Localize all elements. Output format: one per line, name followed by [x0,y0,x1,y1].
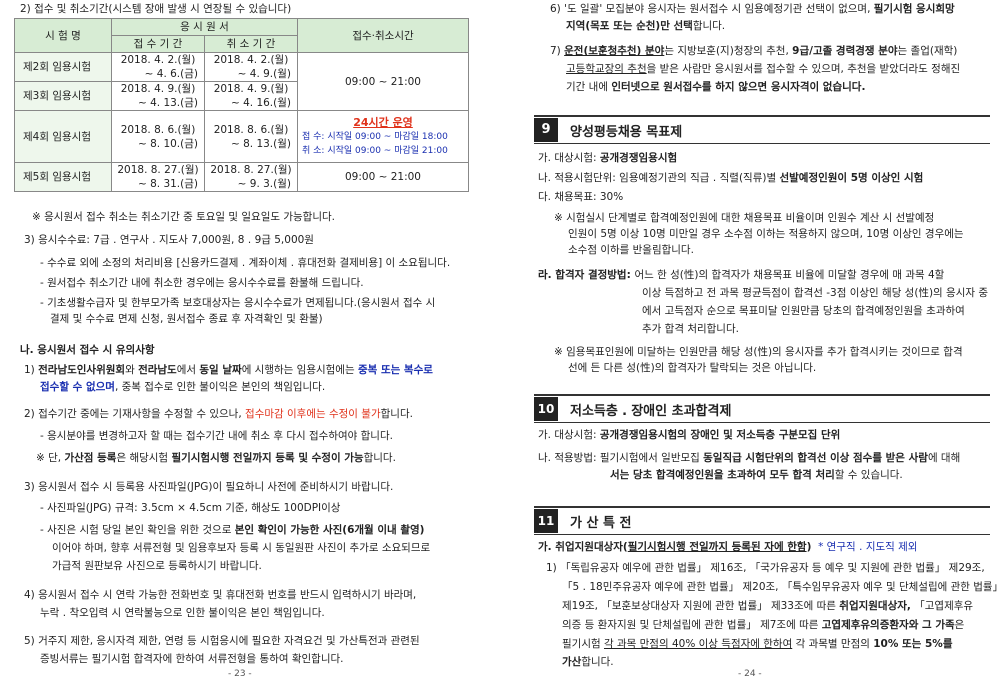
time-24h: 24시간 운영 접 수: 시작일 09:00 ~ 마감일 18:00 취 소: … [297,110,469,163]
note-6-cont: 지역(목포 또는 순천)만 선택합니다. [566,20,726,32]
cancel-period: 2018. 4. 2.(월)~ 4. 9.(월) [204,52,298,82]
s9-note: ※ 시험실시 단계별로 합격예정인원에 대한 채용목표 비율이며 인원수 계산 … [554,212,935,224]
apply-period: 2018. 4. 2.(월)~ 4. 6.(금) [111,52,205,82]
apply-period: 2018. 8. 6.(월)~ 8. 10.(금) [111,110,205,163]
col-apply-header: 응 시 원 서 [111,18,298,36]
page-number: - 23 - [228,669,252,679]
section-number: 10 [534,397,558,421]
note-3-cont: 가급적 원판보유 사진으로 등록하시기 바랍니다. [52,560,262,572]
s9-target: 가. 대상시험: 공개경쟁임용시험 [538,152,678,164]
note-5: 5) 거주지 제한, 응시자격 제한, 연령 등 시험응시에 필요한 자격요건 … [24,635,420,647]
s11-law-cont: 의증 등 환자지원 및 단체설립에 관한 법률」 제7조에 따른 고엽제후유의증… [562,619,965,631]
section-number: 11 [534,509,558,533]
section-title: 양성평등채용 목표제 [570,125,683,140]
s9-goal: 다. 채용목표: 30% [538,191,624,203]
s9-unit: 나. 적용시험단위: 임용예정기관의 직급 ․ 직렬(직류)별 선발예정인원이 … [538,172,924,184]
s11-law-cont: 「5 ․ 18민주유공자 예우에 관한 법률」 제20조, 「특수임무유공자 예… [562,581,1000,593]
fee-bullet: - 기초생활수급자 및 한부모가족 보호대상자는 응시수수료가 면제됩니다.(응… [40,297,436,309]
s10-method: 나. 적용방법: 필기시험에서 일반모집 동일직급 시험단위의 합격선 이상 점… [538,452,961,464]
note-weekend: ※ 응시원서 접수 취소는 취소기간 중 토요일 및 일요일도 가능합니다. [32,211,335,223]
s9-note-cont: 소수점 이하를 반올림합니다. [568,244,694,256]
s9-method-cont: 이상 득점하고 전 과목 평균득점이 합격선 -3점 이상인 해당 성(性)의 … [642,287,989,299]
note-6: 6) '도 일괄' 모집분야 응시자는 원서접수 시 임용예정기관 선택이 없으… [550,3,955,15]
section-na-heading: 나. 응시원서 접수 시 유의사항 [20,344,155,356]
s10-method-cont: 서는 당초 합격예정인원을 초과하여 모두 합격 처리할 수 있습니다. [610,469,903,481]
s9-note2: ※ 임용목표인원에 미달하는 인원만큼 해당 성(性)의 응시자를 추가 합격시… [554,346,963,358]
apply-period: 2018. 8. 27.(월)~ 8. 31.(금) [111,162,205,192]
fee-heading: 3) 응시수수료: 7급 ․ 연구사 ․ 지도사 7,000원, 8 ․ 9급 … [24,234,314,246]
note-7: 7) 운전(보훈청추천) 분야는 지방보훈(지)청장의 추천, 9급/고졸 경력… [550,45,958,57]
section-number: 9 [534,118,558,142]
exam-name: 제2회 임용시험 [14,52,112,82]
table-row: 제3회 임용시험 2018. 4. 9.(월)~ 4. 13.(금) 2018.… [14,81,469,111]
apply-period: 2018. 4. 9.(월)~ 4. 13.(금) [111,81,205,111]
exam-name: 제5회 임용시험 [14,162,112,192]
note-1: 1) 전라남도인사위원회와 전라남도에서 동일 날짜에 시행하는 임용시험에는 … [24,364,433,376]
table-row: 제5회 임용시험 2018. 8. 27.(월)~ 8. 31.(금) 2018… [14,162,469,192]
section-11-header: 11 가 산 특 전 [534,506,990,535]
schedule-heading: 2) 접수 및 취소기간(시스템 장애 발생 시 연장될 수 있습니다) [20,3,292,15]
section-title: 가 산 특 전 [570,516,632,531]
s11-law-cont: 제19조, 「보훈보상대상자 지원에 관한 법률」 제33조에 따른 취업지원대… [562,600,974,612]
s11-law-cont: 필기시험 각 과목 만점의 40% 이상 득점자에 한하여 각 과목별 만점의 … [562,638,953,650]
time-common: 09:00 ~ 21:00 [297,52,469,111]
note-2-bullet: - 응시분야를 변경하고자 할 때는 접수기간 내에 취소 후 다시 접수하여야… [40,430,393,442]
col-apply-period-header: 접 수 기 간 [111,35,205,53]
section-9-header: 9 양성평등채용 목표제 [534,115,990,144]
cancel-period: 2018. 8. 6.(월)~ 8. 13.(월) [204,110,298,163]
cancel-period: 2018. 8. 27.(월)~ 9. 3.(월) [204,162,298,192]
s9-method-cont: 에서 고득점자 순으로 목표미달 인원만큼 당초의 합격예정인원을 초과하여 [642,305,965,317]
fee-bullet-cont: 결제 및 수수료 면제 신청, 원서접수 종료 후 자격확인 및 환불) [50,313,323,325]
note-7-cont: 기간 내에 인터넷으로 원서접수를 하지 않으면 응시자격이 없습니다. [566,81,866,93]
col-cancel-period-header: 취 소 기 간 [204,35,298,53]
table-row: 제2회 임용시험 2018. 4. 2.(월)~ 4. 6.(금) 2018. … [14,52,469,111]
schedule-table: 시 험 명 응 시 원 서 접수‧취소시간 접 수 기 간 취 소 기 간 제2… [14,18,469,192]
col-time-header: 접수‧취소시간 [297,18,469,53]
section-title: 저소득층 ․ 장애인 초과합격제 [570,404,732,419]
s11-law-cont: 가산합니다. [562,656,614,668]
s9-method: 라. 합격자 결정방법: 어느 한 성(性)의 합격자가 채용목표 비율에 미달… [538,269,945,281]
note-2: 2) 접수기간 중에는 기재사항을 수정할 수 있으나, 접수마감 이후에는 수… [24,408,413,420]
s10-target: 가. 대상시험: 공개경쟁임용시험의 장애인 및 저소득층 구분모집 단위 [538,429,841,441]
s9-method-cont: 추가 합격 처리합니다. [642,323,739,335]
s11-target: 가. 취업지원대상자(필기시험시행 전일까지 등록된 자에 한함) * 연구직 … [538,541,918,553]
note-3-cont: 이어야 하며, 향후 서류전형 및 임용후보자 등록 시 동일원판 사진이 추가… [52,542,431,554]
table-row: 제4회 임용시험 2018. 8. 6.(월)~ 8. 10.(금) 2018.… [14,110,469,163]
s11-law: 1) 「독립유공자 예우에 관한 법률」 제16조, 「국가유공자 등 예우 및… [546,562,985,574]
left-page: 2) 접수 및 취소기간(시스템 장애 발생 시 연장될 수 있습니다) 시 험… [0,0,490,685]
right-page: 6) '도 일괄' 모집분야 응시자는 원서접수 시 임용예정기관 선택이 없으… [510,0,1000,685]
exam-name: 제3회 임용시험 [14,81,112,111]
cancel-period: 2018. 4. 9.(월)~ 4. 16.(월) [204,81,298,111]
note-5-cont: 증빙서류는 필기시험 합격자에 한하여 서류전형을 통하여 확인합니다. [40,653,344,665]
note-2-extra: ※ 단, 가산점 등록은 해당시험 필기시험시행 전일까지 등록 및 수정이 가… [36,452,396,464]
note-3-bullet: - 사진파일(JPG) 규격: 3.5cm × 4.5cm 기준, 해상도 10… [40,502,341,514]
s9-note-cont: 인원이 5명 이상 10명 미만일 경우 소수점 이하는 적용하지 않으며, 1… [568,228,964,240]
fee-bullet: - 수수료 외에 소정의 처리비용 [신용카드결제 ․ 계좌이체 ․ 휴대전화 … [40,257,451,269]
note-4-cont: 누락 ․ 착오입력 시 연락불능으로 인한 불이익은 본인 책임입니다. [40,607,325,619]
note-1-cont: 접수할 수 없으며, 중복 접수로 인한 불이익은 본인의 책임입니다. [40,381,326,393]
col-exam-header: 시 험 명 [14,18,112,53]
section-10-header: 10 저소득층 ․ 장애인 초과합격제 [534,394,990,423]
note-7-cont: 고등학교장의 추천을 받은 사람만 응시원서를 접수할 수 있으며, 추천을 받… [566,63,961,75]
fee-bullet: - 원서접수 취소기간 내에 취소한 경우에는 응시수수료를 환불해 드립니다. [40,277,364,289]
s9-note2-cont: 선에 든 다른 성(性)의 합격자가 탈락되는 것은 아닙니다. [568,362,817,374]
note-4: 4) 응시원서 접수 시 연락 가능한 전화번호 및 휴대전화 번호를 반드시 … [24,589,417,601]
time-common: 09:00 ~ 21:00 [297,162,469,192]
page-number: - 24 - [738,669,762,679]
note-3: 3) 응시원서 접수 시 등록용 사진파일(JPG)이 필요하니 사전에 준비하… [24,481,394,493]
note-3-bullet: - 사진은 시험 당일 본인 확인을 위한 것으로 본인 확인이 가능한 사진(… [40,524,425,536]
exam-name: 제4회 임용시험 [14,110,112,163]
